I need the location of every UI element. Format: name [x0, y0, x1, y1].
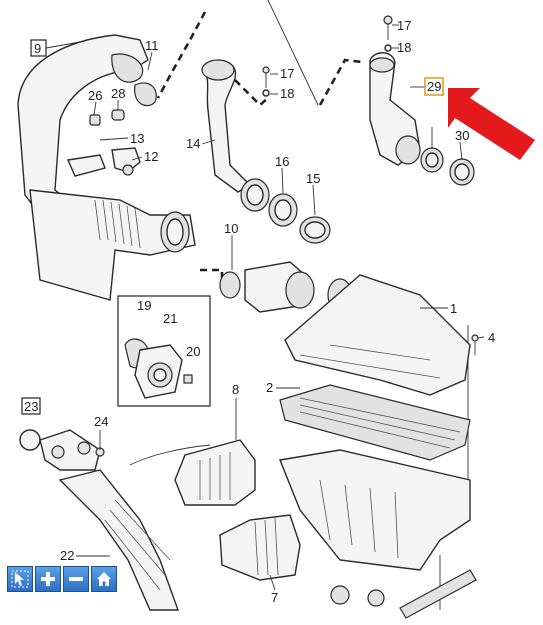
callout-19: 19: [137, 298, 151, 313]
callout-4: 4: [488, 330, 495, 345]
callout-12: 12: [144, 149, 158, 164]
bolts-and-washers[interactable]: [262, 15, 479, 355]
zoom-in-button[interactable]: [35, 566, 61, 592]
callout-16: 16: [275, 154, 289, 169]
callout-13: 13: [130, 131, 144, 146]
callout-14: 14: [186, 136, 200, 151]
pointer-arrow: [448, 88, 535, 160]
callout-15: 15: [306, 171, 320, 186]
plus-icon: [41, 572, 55, 586]
home-button[interactable]: [91, 566, 117, 592]
callout-1: 1: [450, 301, 457, 316]
part-14-hose[interactable]: [201, 59, 252, 193]
airbox-base[interactable]: [279, 449, 477, 619]
zoom-out-button[interactable]: [63, 566, 89, 592]
callout-8: 8: [232, 382, 239, 397]
callout-9: 9: [34, 41, 41, 56]
parts-15-16-rings[interactable]: [240, 178, 331, 244]
callout-20: 20: [186, 344, 200, 359]
part-1-airbox-lid[interactable]: [284, 274, 471, 396]
callout-11: 11: [145, 38, 159, 53]
part-7-resonator[interactable]: [219, 514, 301, 581]
callout-24: 24: [94, 414, 108, 429]
callout-10: 10: [224, 221, 238, 236]
inset-throttle-body: [117, 295, 211, 407]
callout-22: 22: [60, 548, 74, 563]
guide-lines: [156, 0, 469, 610]
callout-17-mid: 17: [280, 66, 294, 81]
callout-25: 26: [88, 88, 102, 103]
select-tool-button[interactable]: [7, 566, 33, 592]
callout-23: 23: [24, 399, 38, 414]
viewer-toolbar: [7, 566, 117, 592]
callout-2: 2: [266, 380, 273, 395]
callout-26: 28: [111, 86, 125, 101]
part-9-intake-duct[interactable]: [17, 34, 196, 301]
callout-28: 29: [427, 79, 441, 94]
leader-lines: [45, 24, 485, 591]
part-2-filter[interactable]: [279, 384, 471, 461]
callout-7: 7: [271, 590, 278, 605]
callout-29: 30: [455, 128, 469, 143]
minus-icon: [69, 577, 83, 581]
part-28-inlet[interactable]: [369, 52, 475, 186]
cursor-icon: [11, 570, 29, 588]
callout-21: 21: [163, 311, 177, 326]
callout-18-mid: 18: [280, 86, 294, 101]
part-8-resonator[interactable]: [129, 439, 256, 506]
home-icon: [97, 572, 111, 586]
callout-18-top: 18: [397, 40, 411, 55]
callout-17-top: 17: [397, 18, 411, 33]
callout-labels: 9 11 26 28 13 12 14 16 15 10 17 18 17 18…: [21, 18, 495, 605]
